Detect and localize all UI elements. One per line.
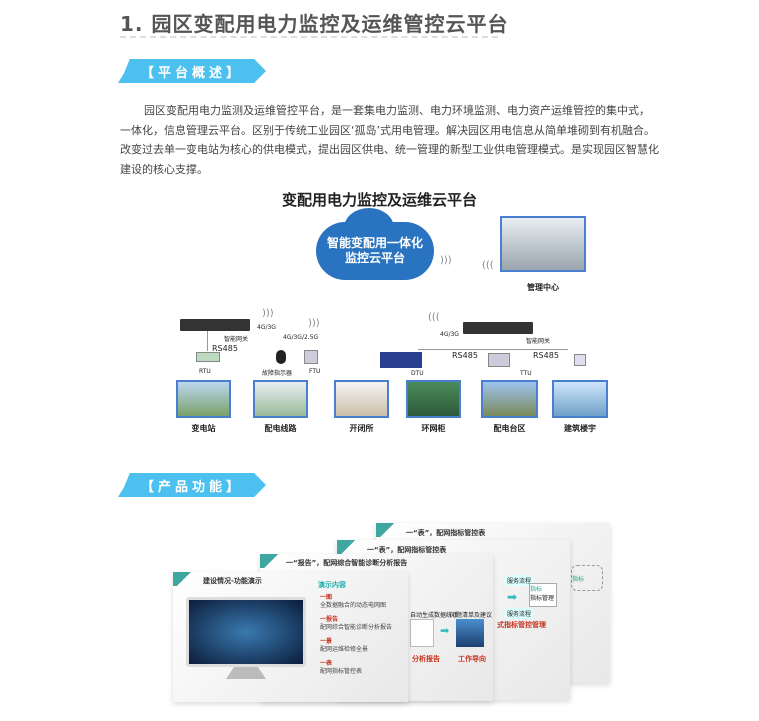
- site-label: 环网柜: [421, 424, 446, 433]
- wireless-icon: ))): [308, 318, 320, 329]
- demo-item-heading: 一报告: [320, 616, 339, 623]
- slide-title: 建设情况-功能演示: [203, 577, 262, 585]
- cloud-platform: 智能变配用一体化监控云平台: [316, 208, 434, 280]
- rs485-label: RS485: [533, 351, 559, 360]
- report-caption: 分析报告: [412, 655, 440, 663]
- demo-item-heading: 一表: [320, 660, 333, 667]
- slide-caption: 式指标管控管理: [497, 621, 546, 629]
- slide-title: 一“报告”，配网综合智能诊断分析报告: [286, 559, 408, 567]
- dtu-device: [380, 352, 422, 368]
- card-label: 指标管理: [530, 595, 555, 602]
- meter-device: [574, 354, 586, 366]
- monitor-icon: [186, 597, 306, 667]
- site-label: 配电台区: [493, 424, 526, 433]
- wireless-icon: ))): [262, 308, 274, 319]
- report-caption: 工作导向: [458, 655, 486, 663]
- network-label: 4G/3G/2.5G: [283, 334, 319, 341]
- switching-station-photo: [334, 380, 389, 418]
- report-document-icon: [410, 619, 434, 647]
- ring-main-unit-photo: [406, 380, 461, 418]
- slide-title: 一“表”，配网指标管控表: [406, 529, 486, 537]
- demo-item-desc: 配网运维检修全景: [320, 646, 369, 653]
- demo-item-heading: 一景: [320, 638, 333, 645]
- site-label: 变电站: [191, 424, 216, 433]
- slide-function-demo: 建设情况-功能演示 演示内容 一图 全数据融合的动态电网图 一报告 配网综合智能…: [173, 572, 408, 702]
- rs485-label: RS485: [452, 351, 478, 360]
- demo-item-heading: 一图: [320, 594, 333, 601]
- table-box: 指标: [571, 565, 603, 591]
- ttu-device: [488, 353, 510, 367]
- distribution-area-photo: [481, 380, 538, 418]
- ftu-device: [304, 350, 318, 364]
- arrow-icon: ➡: [440, 624, 450, 637]
- rtu-device: [196, 352, 220, 362]
- device-label: FTU: [309, 368, 321, 375]
- device-label: RTU: [199, 368, 211, 375]
- wireless-icon: (((: [482, 260, 494, 271]
- wireless-icon: (((: [428, 312, 440, 323]
- wireless-icon: ))): [440, 255, 452, 266]
- device-label: 故障指示器: [262, 370, 293, 377]
- section-banner-overview: 【平台概述】: [118, 59, 266, 83]
- arrow-icon: ➡: [507, 590, 518, 604]
- distribution-line-photo: [253, 380, 308, 418]
- demo-item-desc: 全数据融合的动态电网图: [320, 602, 387, 609]
- network-label: 4G/3G: [257, 324, 276, 331]
- substation-photo: [176, 380, 231, 418]
- slide-title: 一“表”，配网指标管控表: [367, 546, 447, 554]
- gateway-label: 智能网关: [224, 336, 249, 343]
- rs485-label: RS485: [212, 344, 238, 353]
- site-label: 配电线路: [264, 424, 297, 433]
- report-label: 自动生成数据统计: [410, 612, 459, 619]
- gateway-device: [180, 319, 250, 331]
- work-guide-image: [456, 619, 484, 647]
- gateway-label: 智能网关: [526, 338, 551, 345]
- title-divider: [120, 36, 498, 38]
- device-label: TTU: [520, 370, 532, 377]
- page-title: 1. 园区变配用电力监控及运维管控云平台: [120, 12, 509, 36]
- site-label: 建筑楼宇: [564, 424, 596, 433]
- cloud-label-1: 智能变配用一体化: [326, 236, 423, 250]
- management-center-photo: [500, 216, 586, 272]
- device-label: DTU: [411, 370, 424, 377]
- fault-indicator-device: [276, 350, 286, 364]
- box-label: 指标: [572, 576, 585, 583]
- monitor-stand: [226, 667, 266, 679]
- demo-item-desc: 配网综合智能诊断分析报告: [320, 624, 393, 631]
- demo-list: 一图 全数据融合的动态电网图 一报告 配网综合智能诊断分析报告 一景 配网运维检…: [320, 594, 392, 676]
- demo-item-desc: 配网指标管控表: [320, 668, 363, 675]
- diagram-title: 变配用电力监控及运维云平台: [281, 191, 477, 209]
- site-label: 开闭所: [349, 424, 374, 433]
- table-card: 指标指标管理: [529, 583, 557, 607]
- gateway-device: [463, 322, 533, 334]
- cloud-label-2: 监控云平台: [344, 251, 405, 265]
- card-label: 指标: [530, 586, 543, 593]
- demo-title: 演示内容: [318, 581, 346, 589]
- connector-line: [418, 349, 568, 350]
- process-label: 服务流程: [504, 608, 535, 619]
- process-label: 服务流程: [504, 575, 535, 586]
- management-center-label: 管理中心: [527, 283, 559, 292]
- section-banner-features: 【产品功能】: [118, 473, 266, 497]
- network-label: 4G/3G: [440, 331, 459, 338]
- report-label: 问题清单及建议: [450, 612, 493, 619]
- dashboard-screen: [189, 600, 303, 664]
- building-photo: [552, 380, 608, 418]
- overview-paragraph: 园区变配用电力监测及运维管控平台，是一套集电力监测、电力环境监测、电力资产运维管…: [120, 104, 659, 176]
- connector-line: [207, 331, 208, 351]
